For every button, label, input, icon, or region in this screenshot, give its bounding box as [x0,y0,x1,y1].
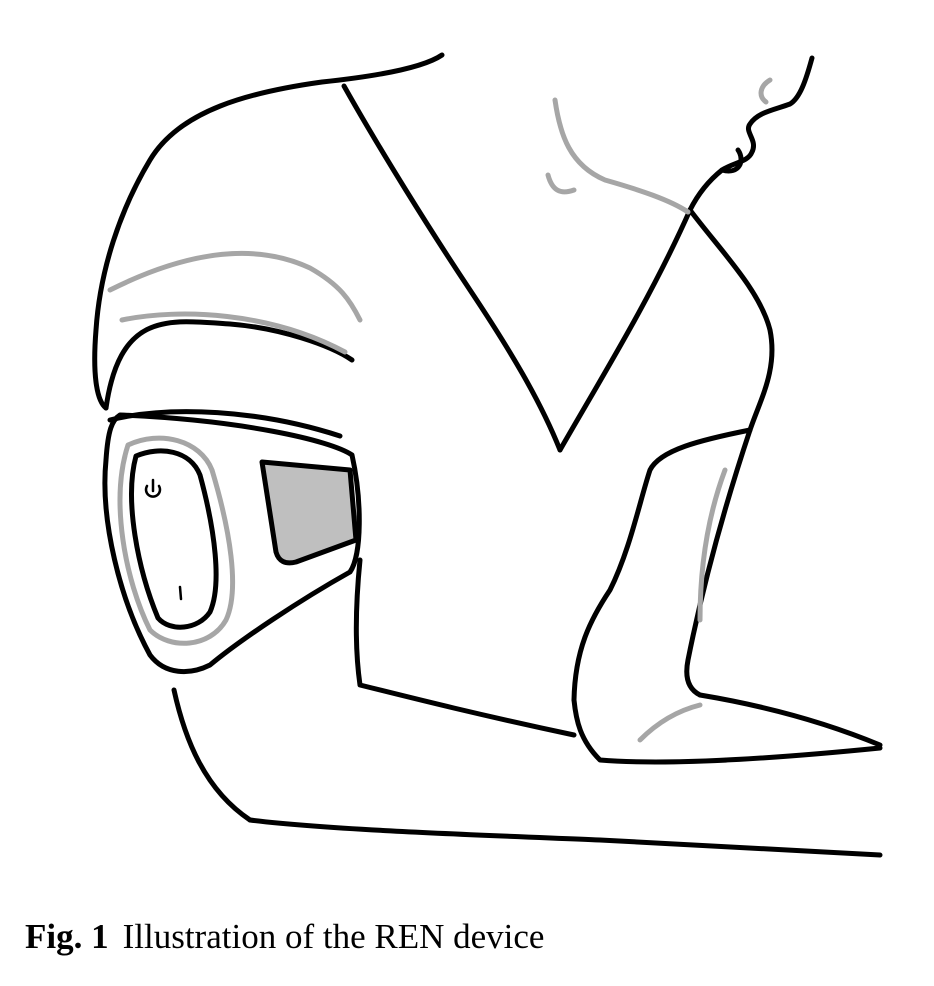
sleeve-outline [92,52,445,411]
power-icon [144,478,162,498]
armband-trim [119,311,348,355]
electrode-pad [259,459,359,566]
elbow-shade [637,702,703,743]
torso-shade [697,467,728,623]
collar-shade [552,97,691,215]
device-housing [129,448,219,630]
vertical-bar-icon [178,585,183,601]
device-ring [117,435,236,646]
inner-arm-line [353,557,577,738]
forearm-top [697,692,883,748]
sleeve-right-edge [571,427,753,703]
armband-body [102,412,362,675]
armband-strap [103,319,355,411]
v-neck-right [557,207,693,453]
sleeve-fold-shade [107,250,363,323]
collar-edge [341,83,563,453]
elbow-contour [171,687,253,823]
face-profile [687,55,815,213]
forearm-bottom [247,817,883,858]
figure-caption-text: Illustration of the REN device [122,917,545,956]
shoulder-right [687,207,775,433]
torso-back [684,427,753,698]
elbow-crease [571,697,883,765]
chin-line [719,147,744,174]
figure-caption: Fig. 1 Illustration of the REN device [25,912,544,962]
figure-label: Fig. 1 [25,917,109,956]
face-detail [758,77,773,105]
neck-shade [545,172,577,195]
ren-device-illustration [92,52,883,858]
